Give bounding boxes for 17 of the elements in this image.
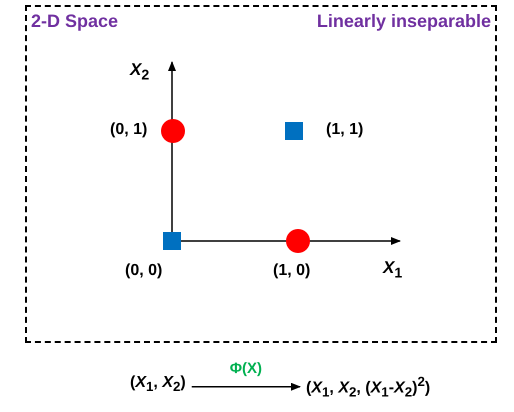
point-label: (0, 1) <box>110 121 148 139</box>
data-point-circle <box>286 229 310 253</box>
axis-label: X$_{1}$ <box>383 258 402 282</box>
point-label: (0, 0) <box>125 262 162 280</box>
data-point-square <box>285 122 303 140</box>
data-point-square <box>163 232 181 250</box>
formula-text: (X$_{1}$, X$_{2}$) <box>130 374 186 394</box>
point-label: (1, 1) <box>326 121 364 139</box>
arrow <box>192 382 301 391</box>
panel-title: 2-D Space <box>31 11 118 32</box>
data-point-circle <box>161 119 185 143</box>
edge-label: Φ(X) <box>230 360 262 377</box>
panel-note: Linearly inseparable <box>316 11 491 32</box>
formula-text: (X$_{1}$, X$_{2}$, (X$_{1}$-X$_{2}$)$^{2}$) <box>306 374 430 400</box>
axis-label: X$_{2}$ <box>130 60 150 84</box>
point-label: (1, 0) <box>273 262 310 280</box>
plot-panel <box>25 5 497 343</box>
